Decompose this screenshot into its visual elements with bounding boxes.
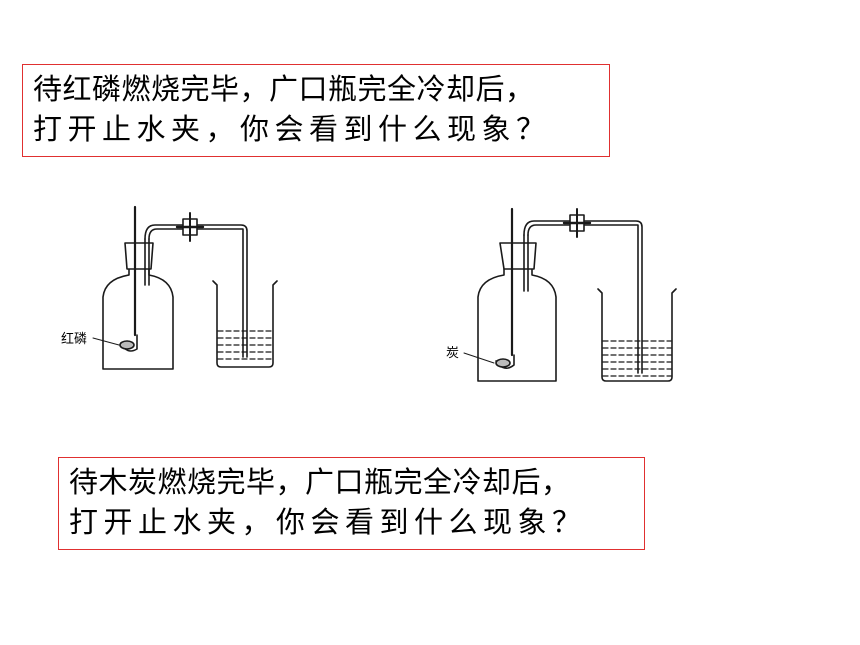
question-2-line-1: 待木炭燃烧完毕，广口瓶完全冷却后，	[69, 465, 571, 499]
water-stop-clamp	[562, 208, 592, 238]
water-stop-clamp	[175, 212, 205, 242]
rubber-stopper	[124, 242, 154, 270]
question-1-line-2: 打开止水夹，你会看到什么现象？	[33, 112, 551, 146]
question-1-line-1: 待红磷燃烧完毕，广口瓶完全冷却后，	[33, 72, 535, 106]
connecting-tube	[523, 220, 643, 374]
question-2-line-2: 打开止水夹，你会看到什么现象？	[69, 505, 587, 539]
question-box-charcoal: 待木炭燃烧完毕，广口瓶完全冷却后， 打开止水夹，你会看到什么现象？	[58, 457, 645, 550]
label-charcoal: 炭	[446, 346, 459, 361]
wide-mouth-bottle	[102, 268, 174, 370]
rubber-stopper	[499, 242, 537, 270]
beaker-water	[602, 340, 672, 377]
label-red-phosphorus: 红磷	[61, 331, 87, 347]
wide-mouth-bottle	[477, 268, 557, 382]
label-pointer	[463, 352, 495, 364]
question-box-red-phosphorus: 待红磷燃烧完毕，广口瓶完全冷却后， 打开止水夹，你会看到什么现象？	[22, 64, 610, 157]
beaker-water	[217, 330, 273, 360]
apparatus-diagram-charcoal: 炭	[446, 207, 677, 382]
beaker	[212, 280, 278, 368]
label-pointer	[92, 337, 120, 346]
connecting-tube	[144, 224, 248, 358]
beaker	[597, 288, 677, 382]
apparatus-diagram-red-phosphorus: 红磷	[61, 205, 278, 370]
